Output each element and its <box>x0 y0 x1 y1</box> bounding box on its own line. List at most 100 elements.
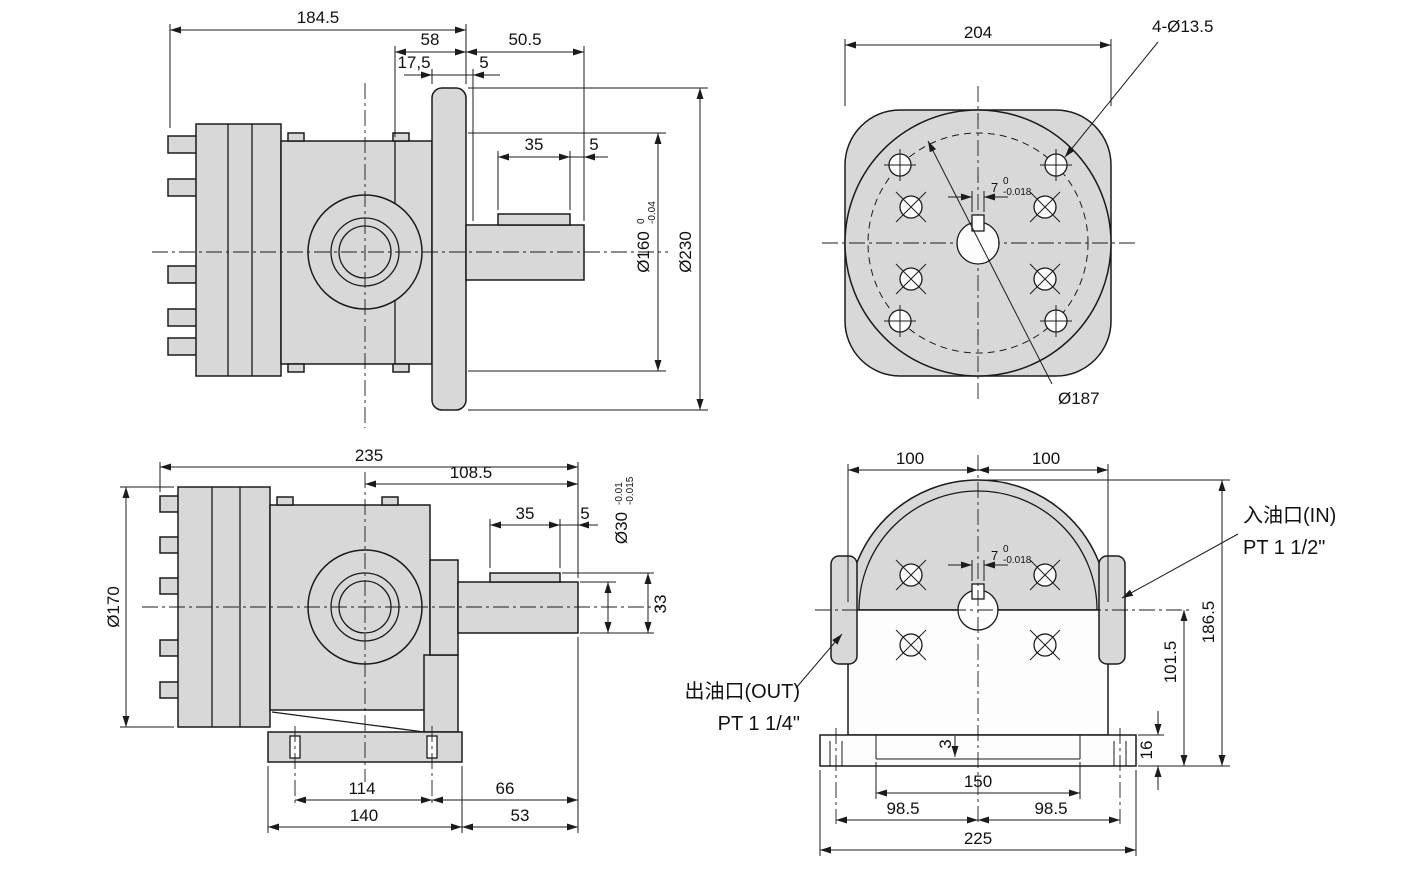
plug-screws <box>895 559 1061 661</box>
plug-screw <box>1029 629 1061 661</box>
foot-bracket <box>423 654 459 733</box>
dim-hole-span: 114 <box>348 779 375 798</box>
leader-line-inlet <box>1121 533 1239 599</box>
dim-key-length: 35 <box>525 135 544 154</box>
tolerance-lower: -0.018 <box>1003 555 1032 566</box>
dim-recess-depth-value: 3 <box>936 739 955 748</box>
dim-flange-dia-value: Ø230 <box>676 231 695 273</box>
dim-body-dia-value: Ø170 <box>104 586 123 628</box>
label-inlet-size: PT 1 1/2" <box>1243 537 1325 559</box>
dim-center-height: 101.5 <box>1161 641 1180 684</box>
label-bolt-holes: 4-Ø13.5 <box>1152 17 1213 36</box>
dim-overall-length: 235 <box>355 446 383 465</box>
tolerance-upper: 0 <box>1003 544 1009 555</box>
tolerance-lower: -0.015 <box>625 476 636 505</box>
dimension-lines <box>170 26 704 410</box>
bolt-head <box>159 536 180 554</box>
dimension-lines <box>820 466 1226 854</box>
foot-slots <box>829 741 1127 766</box>
plug-screw <box>1029 559 1061 591</box>
housing-lug <box>276 496 294 506</box>
dim-53: 53 <box>511 806 530 825</box>
dim-pilot-diameter: Ø160 0 -0.04 <box>634 201 658 273</box>
bolt-head <box>167 135 199 154</box>
dim-flange-width: 204 <box>964 23 992 42</box>
dim-shaft-dia-value: Ø30 <box>612 512 631 544</box>
dim-key-width: 7 <box>991 180 998 195</box>
bolt-head <box>159 639 180 657</box>
leader-line-outlet <box>795 633 843 689</box>
side-view-flange-mount: 184.5 58 50.5 17,5 5 35 5 Ø160 0 -0.04 Ø… <box>152 8 708 428</box>
bracket-brace-edge <box>271 711 425 733</box>
dim-recess-width: 150 <box>964 772 992 791</box>
dim-flange-diameter: Ø230 <box>676 231 695 273</box>
dim-half-right: 98.5 <box>1034 799 1067 818</box>
extension-lines <box>819 464 1230 856</box>
dimension-lines <box>122 463 652 831</box>
dim-66: 66 <box>496 779 515 798</box>
dim-half-left: 98.5 <box>886 799 919 818</box>
dim-100-right: 100 <box>1032 449 1060 468</box>
bolt-head <box>167 178 199 197</box>
bolt-hole <box>1040 149 1072 181</box>
dim-total-height: 186.5 <box>1199 601 1218 644</box>
side-view-foot-mount: 235 108.5 35 5 Ø30 -0.01 -0.015 33 Ø170 … <box>104 446 670 833</box>
dim-body-diameter: Ø170 <box>104 586 123 628</box>
dim-shaft-diameter: Ø30 -0.01 -0.015 <box>612 476 636 544</box>
shaft-collar <box>429 559 459 656</box>
shaft-key <box>489 572 561 583</box>
shaft-key <box>497 213 571 226</box>
dim-pilot-dia-value: Ø160 <box>634 231 653 273</box>
dim-108-5: 108.5 <box>450 463 493 482</box>
keyway <box>971 214 985 232</box>
mounting-bolt-holes <box>884 149 1072 337</box>
dim-key-height: 33 <box>651 595 670 614</box>
dim-overall-length: 184.5 <box>297 8 340 27</box>
dim-5a: 5 <box>479 53 488 72</box>
dim-base-thickness: 16 <box>1137 741 1156 760</box>
tolerance-upper: -0.01 <box>614 482 625 505</box>
drive-shaft <box>465 224 585 281</box>
leader-line <box>927 140 1053 385</box>
bolt-head <box>167 265 199 284</box>
plug-screw <box>1029 191 1061 223</box>
housing-lug <box>287 363 305 373</box>
housing-lug <box>381 496 399 506</box>
bolt-head <box>159 681 180 699</box>
dim-key-width: 7 <box>991 548 998 563</box>
label-outlet-port: 出油口(OUT) <box>684 680 800 703</box>
dim-center-height-value: 101.5 <box>1161 641 1180 684</box>
dim-key-length: 35 <box>516 504 535 523</box>
dim-5b: 5 <box>589 135 598 154</box>
plug-screws <box>895 191 1061 295</box>
width-dimension: 204 <box>844 23 1112 106</box>
drive-shaft <box>457 581 579 634</box>
dim-base-width: 225 <box>964 829 992 848</box>
label-inlet-port: 入油口(IN) <box>1243 504 1336 527</box>
plug-screw <box>895 263 927 295</box>
dim-58: 58 <box>421 30 440 49</box>
dim-total-height-value: 186.5 <box>1199 601 1218 644</box>
dim-foot-length: 140 <box>350 806 378 825</box>
mounting-flange <box>431 87 467 411</box>
front-view-flange: 7 0 -0.018 204 4-Ø13.5 Ø187 <box>822 17 1213 408</box>
keyway-dimension: 7 0 -0.018 <box>948 544 1032 581</box>
keyway-dimension: 7 0 -0.018 <box>948 176 1032 212</box>
bolt-head <box>167 308 199 327</box>
plug-screw <box>1029 263 1061 295</box>
bolt-head <box>167 337 199 356</box>
housing-lug <box>392 132 410 142</box>
label-outlet-size: PT 1 1/4" <box>718 713 800 735</box>
plug-screw <box>895 629 927 661</box>
label-bolt-circle: Ø187 <box>1058 389 1100 408</box>
housing-lug <box>392 363 410 373</box>
dim-flange-thickness: 17,5 <box>397 53 430 72</box>
tolerance-lower: -0.04 <box>647 201 658 224</box>
front-view-foot-mount: 7 0 -0.018 <box>684 449 1336 856</box>
housing-lug <box>287 132 305 142</box>
bolt-hole <box>1040 305 1072 337</box>
dim-33-value: 33 <box>651 595 670 614</box>
dim-shaft-length: 50.5 <box>508 30 541 49</box>
